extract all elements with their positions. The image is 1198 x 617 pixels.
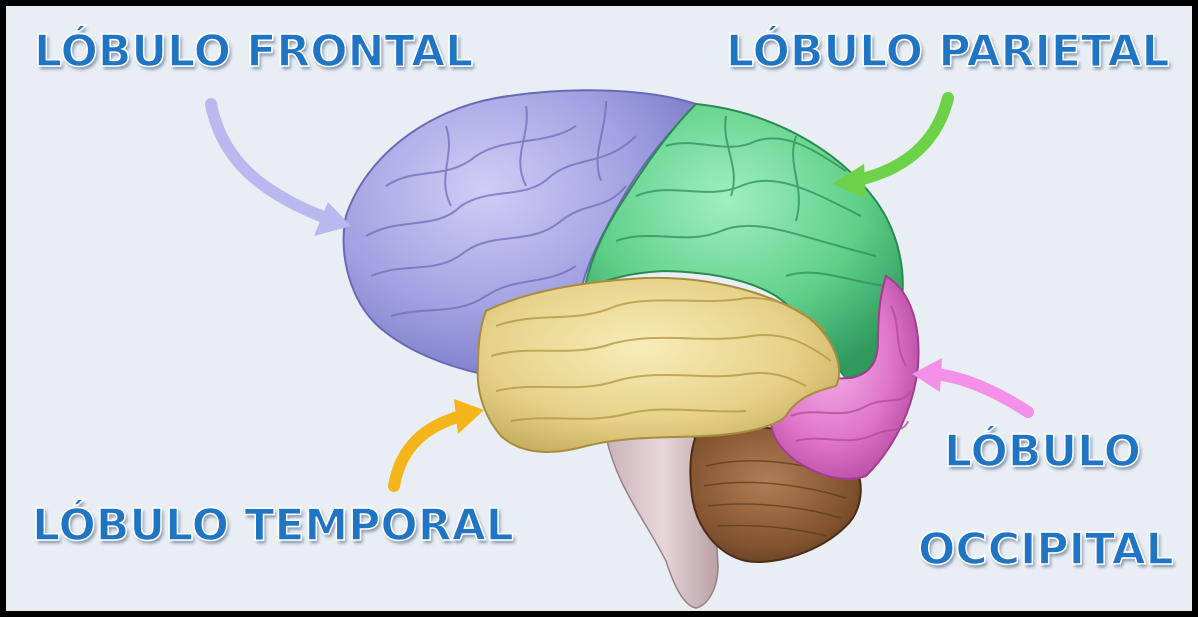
frontal-arrow	[211, 104, 351, 236]
parietal-arrow	[832, 98, 948, 198]
frontal-lobe-label: LÓBULO FRONTAL	[34, 30, 473, 74]
occipital-lobe-label-line2: OCCIPITAL	[918, 528, 1174, 572]
temporal-arrow	[394, 399, 484, 486]
parietal-lobe-label: LÓBULO PARIETAL	[726, 30, 1170, 74]
occipital-arrow	[912, 358, 1028, 412]
temporal-lobe-label: LÓBULO TEMPORAL	[32, 504, 514, 548]
occipital-lobe-label-line1: LÓBULO	[944, 430, 1141, 474]
